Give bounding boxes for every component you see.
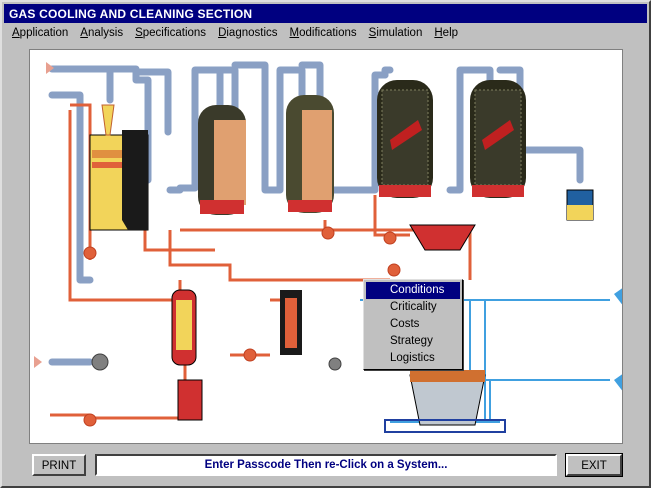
absorber-column-3	[377, 80, 433, 198]
menu-application[interactable]: Application	[12, 27, 69, 39]
menu-simulation[interactable]: Simulation	[368, 27, 423, 39]
context-menu: Conditions Criticality Costs Strategy Lo…	[363, 279, 463, 370]
pump-5	[243, 348, 257, 362]
pump-6	[83, 413, 97, 427]
water-inlet-arrow-2	[614, 374, 622, 391]
menu-analysis[interactable]: Analysis	[80, 27, 124, 39]
window-title: GAS COOLING AND CLEANING SECTION	[4, 4, 647, 23]
pump-4	[387, 263, 401, 277]
heat-exchanger	[280, 290, 302, 355]
quench-tower	[89, 104, 149, 231]
menu-help[interactable]: Help	[434, 27, 459, 39]
status-message: Enter Passcode Then re-Click on a System…	[95, 454, 557, 476]
context-item-costs[interactable]: Costs	[390, 318, 420, 330]
absorber-column-1	[198, 105, 246, 215]
receiver-tank	[566, 189, 594, 221]
process-flow-diagram	[29, 49, 623, 444]
pump-3	[383, 231, 397, 245]
exit-button[interactable]: EXIT	[565, 453, 623, 477]
water-inlet-arrow-1	[614, 288, 622, 305]
print-button[interactable]: PRINT	[32, 454, 86, 476]
air-inlet-arrow	[34, 356, 42, 368]
gas-pipe-network	[48, 61, 584, 366]
pump-2	[321, 226, 335, 240]
context-item-conditions[interactable]: Conditions	[366, 282, 460, 299]
pump-1	[83, 246, 97, 260]
context-item-logistics[interactable]: Logistics	[390, 352, 435, 364]
menu-diagnostics[interactable]: Diagnostics	[218, 27, 278, 39]
saturator-column	[171, 289, 203, 421]
process-schematic	[34, 61, 622, 433]
menu-modifications[interactable]: Modifications	[289, 27, 357, 39]
pumps	[83, 226, 401, 427]
blower-2	[328, 357, 342, 371]
blowers	[91, 353, 342, 371]
absorber-column-2	[286, 95, 334, 213]
gas-inlet-arrow	[46, 62, 54, 74]
context-item-criticality[interactable]: Criticality	[390, 301, 437, 313]
menu-bar: Application Analysis Specifications Diag…	[4, 24, 647, 44]
cooling-tower	[384, 370, 506, 433]
blower-1	[91, 353, 109, 371]
context-item-strategy[interactable]: Strategy	[390, 335, 433, 347]
absorber-column-4	[470, 80, 526, 198]
settling-tank	[409, 224, 476, 251]
menu-specifications[interactable]: Specifications	[135, 27, 207, 39]
